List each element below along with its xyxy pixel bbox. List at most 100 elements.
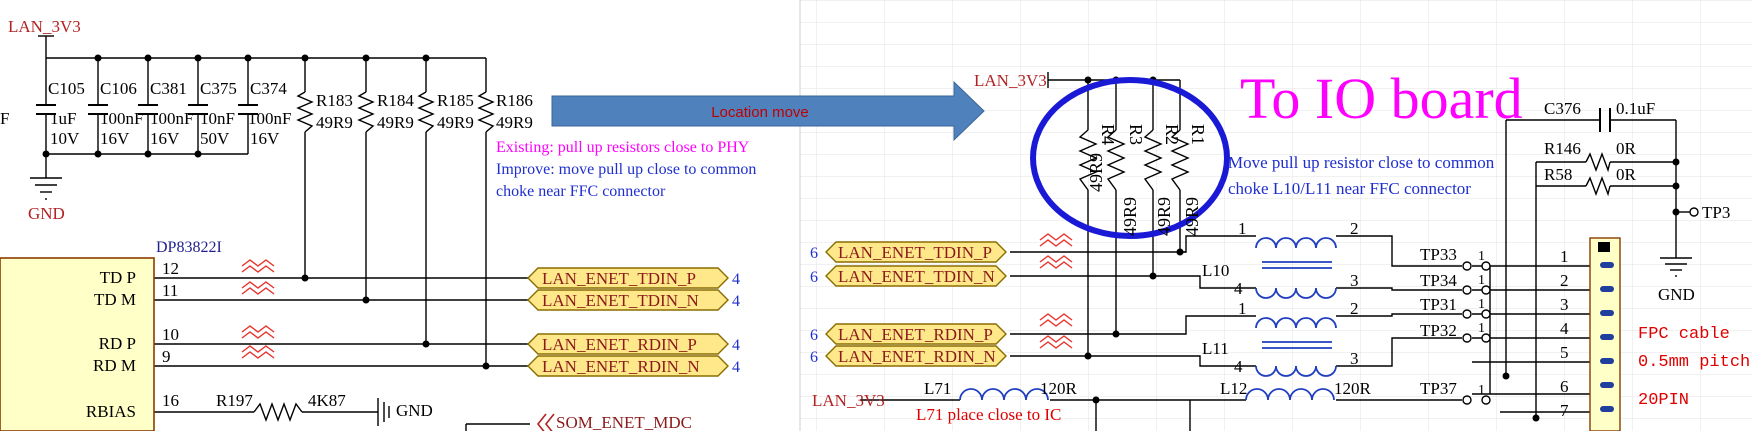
choke-pin: 2 [1350,219,1359,238]
res-value: 49R9 [1154,197,1174,236]
choke-pin: 1 [1238,299,1247,318]
improve-note-line-1: Improve: move pull up close to common [496,161,756,178]
res-value: 49R9 [377,113,414,132]
left-net-port-labels: LAN_ENET_TDIN_P LAN_ENET_TDIN_N LAN_ENET… [542,269,700,376]
res-ref: R184 [377,91,414,110]
move-note-line-2: choke L10/L11 near FFC connector [1228,179,1471,198]
cap-value: 10nF [200,109,235,128]
cap-value: 100nF [248,109,291,128]
res-ref: R3 [1126,124,1146,145]
res-value: 49R9 [1182,197,1202,236]
right-resistor-zigzags [1078,129,1611,197]
right-capacitor-plates [1599,108,1611,132]
ic-pin-number: 9 [162,347,171,366]
net-port-label: LAN_ENET_RDIN_P [838,325,993,344]
cap-voltage: 16V [150,129,180,148]
cap-ref: C381 [150,79,187,98]
right-sheet-refs: 6 6 6 6 [810,245,818,366]
choke-labels: L10 1 2 4 3 L11 1 2 4 3 [1202,219,1359,376]
left-capacitor-labels: C105 1uF 10V C106 100nF 16V C381 100nF 1… [48,79,291,148]
cap-ref: C374 [250,79,287,98]
res-ref: R1 [1188,124,1208,145]
net-port-label: LAN_ENET_TDIN_N [838,267,995,286]
test-point-circles [1462,207,1699,405]
connector-pin-numbers: 1 2 3 4 5 6 7 [1560,247,1569,420]
test-point-pin: 1 [1478,273,1485,288]
cap-voltage: 16V [250,129,280,148]
ic-pin-name: TD M [94,290,136,309]
res-ref: R183 [316,91,353,110]
net-port-label: LAN_ENET_RDIN_N [838,347,996,366]
move-note-line-1: Move pull up resistor close to common [1228,153,1495,172]
choke-pin: 4 [1234,279,1243,298]
net-port-label: LAN_ENET_TDIN_N [542,291,699,310]
right-diff-pair-markers [1039,233,1073,349]
sheet-ref: 6 [810,327,818,344]
bottom-power-label: LAN_3V3 [812,391,885,410]
ic-pin-labels: TD P 12 TD M 11 RD P 10 RD M 9 RBIAS 16 [86,259,179,421]
r146-ref: R146 [1544,139,1581,158]
right-resistor-labels: R4 49R9 R3 49R9 R2 49R9 R1 49R9 [1086,124,1208,236]
test-point-ref: TP33 [1420,245,1457,264]
common-mode-chokes [959,237,1337,401]
left-capacitor-plates [36,104,258,115]
left-junctions [42,54,490,370]
res-ref: R185 [437,91,474,110]
left-resistor-zigzags [253,91,495,422]
test-point-pin: 1 [1478,321,1485,336]
r58-ref: R58 [1544,165,1572,184]
test-point-ref: TP32 [1420,321,1457,340]
rbias-gnd-label: GND [396,401,433,420]
ic-pin-name: TD P [100,268,136,287]
left-diff-pair-markers [241,259,275,359]
connector-pin-number: 1 [1560,247,1569,266]
test-point-ref: TP34 [1420,271,1457,290]
fpc-note: FPC cable 0.5mm pitch 20PIN [1638,325,1750,410]
res-ref: R4 [1098,124,1118,145]
cap-voltage: 10V [50,129,80,148]
cap-ref: C105 [48,79,85,98]
choke-pin: 3 [1350,349,1359,368]
left-power-label: LAN_3V3 [8,17,81,36]
cap-voltage: 50V [200,129,230,148]
top-right-part-labels: C376 0.1uF R146 0R R58 0R TP3 GND [1544,99,1730,304]
left-sheet-refs: 4 4 4 4 [732,271,740,376]
connector-pin-number: 7 [1560,401,1569,420]
fpc-note-line: FPC cable [1638,325,1730,344]
cap-ref: C106 [100,79,137,98]
res-ref: R2 [1162,124,1182,145]
sheet-ref: 6 [810,349,818,366]
net-port-label: LAN_ENET_TDIN_P [542,269,696,288]
l12-ref: L12 [1220,379,1247,398]
ic-pin-number: 10 [162,325,179,344]
right-gnd-label: GND [1658,285,1695,304]
ic-pin-number: 11 [162,281,178,300]
fpc-connector-pins [1600,262,1614,412]
choke-ref: L11 [1202,339,1229,358]
test-point-labels: TP33 TP34 TP31 TP32 TP37 1 1 1 1 1 [1420,245,1485,398]
test-point-pin: 1 [1478,249,1485,264]
test-point-ref: TP31 [1420,295,1457,314]
left-net-port-shapes [527,267,729,377]
connector-pin-1-marker [1598,242,1610,252]
choke-ref: L10 [1202,261,1229,280]
improve-note-line-2: choke near FFC connector [496,183,666,200]
fpc-note-line: 20PIN [1638,391,1689,410]
ic-name: DP83822I [156,239,222,256]
rbias-resistor-value: 4K87 [308,391,346,410]
left-edge-fragment: F [0,109,9,128]
connector-pin-number: 6 [1560,377,1569,396]
ic-pin-number: 12 [162,259,179,278]
existing-note: Existing: pull up resistors close to PHY [496,139,750,156]
arrow-label: Location move [711,104,809,121]
right-net-port-shapes [825,241,1007,367]
ic-pin-name: RD P [99,334,136,353]
r146-value: 0R [1616,139,1637,158]
net-port-label: LAN_ENET_RDIN_N [542,357,700,376]
dp83822-ic-body [0,257,155,431]
sheet-ref: 6 [810,269,818,286]
res-ref: R186 [496,91,533,110]
sheet-ref: 4 [732,337,740,354]
l71-note: L71 place close to IC [916,405,1061,424]
